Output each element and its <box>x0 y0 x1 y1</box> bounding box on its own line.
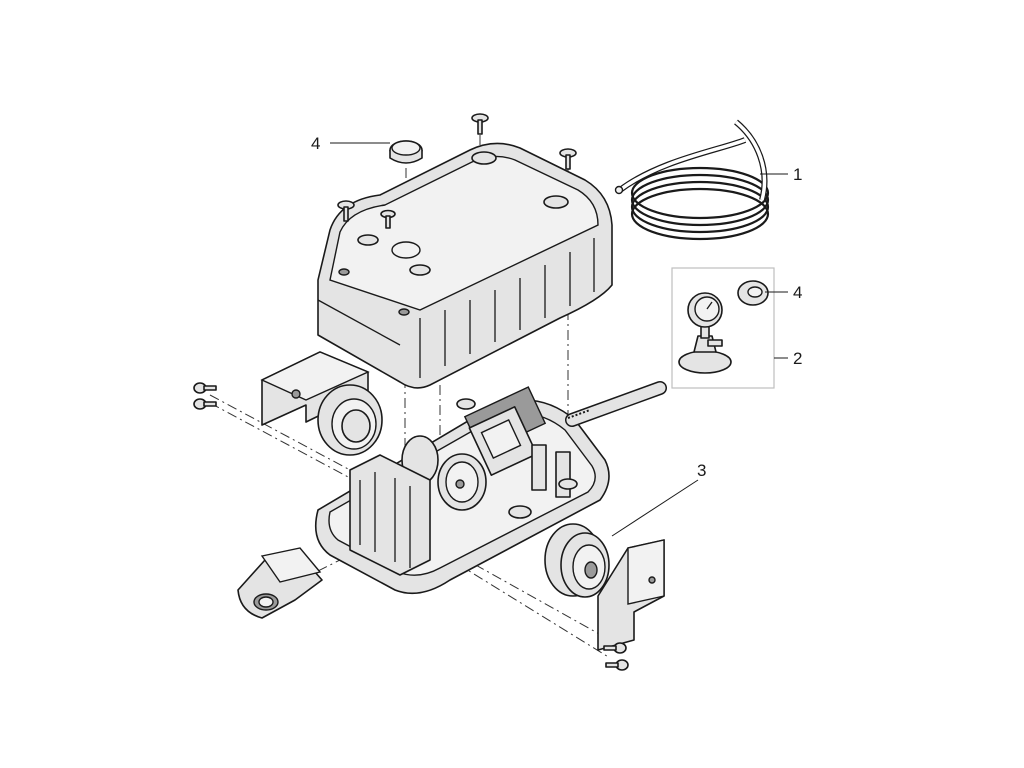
cover-screws <box>337 113 577 229</box>
callout-gauge-set: 2 <box>774 349 802 368</box>
right-screws <box>603 642 629 671</box>
callout-diaphragm: 3 <box>611 461 706 537</box>
pump-base <box>314 381 667 595</box>
callout-label-diaphragm: 3 <box>697 461 706 480</box>
pump-cover <box>317 142 613 389</box>
left-screws <box>193 382 217 410</box>
tube-coil <box>614 119 770 241</box>
callout-label-plug-side: 4 <box>793 283 802 302</box>
rubber-plug <box>389 140 423 164</box>
callout-plug-top: 4 <box>311 134 390 153</box>
diaphragm-assembly <box>544 523 610 598</box>
callout-label-gauge-set: 2 <box>793 349 802 368</box>
callout-label-plug-top: 4 <box>311 134 320 153</box>
gauge-set <box>671 267 775 389</box>
callout-label-tube: 1 <box>793 165 802 184</box>
left-bracket <box>260 351 383 456</box>
mounting-foot <box>237 547 323 619</box>
callout-plug-side: 4 <box>765 283 802 302</box>
callout-tube: 1 <box>760 165 802 184</box>
